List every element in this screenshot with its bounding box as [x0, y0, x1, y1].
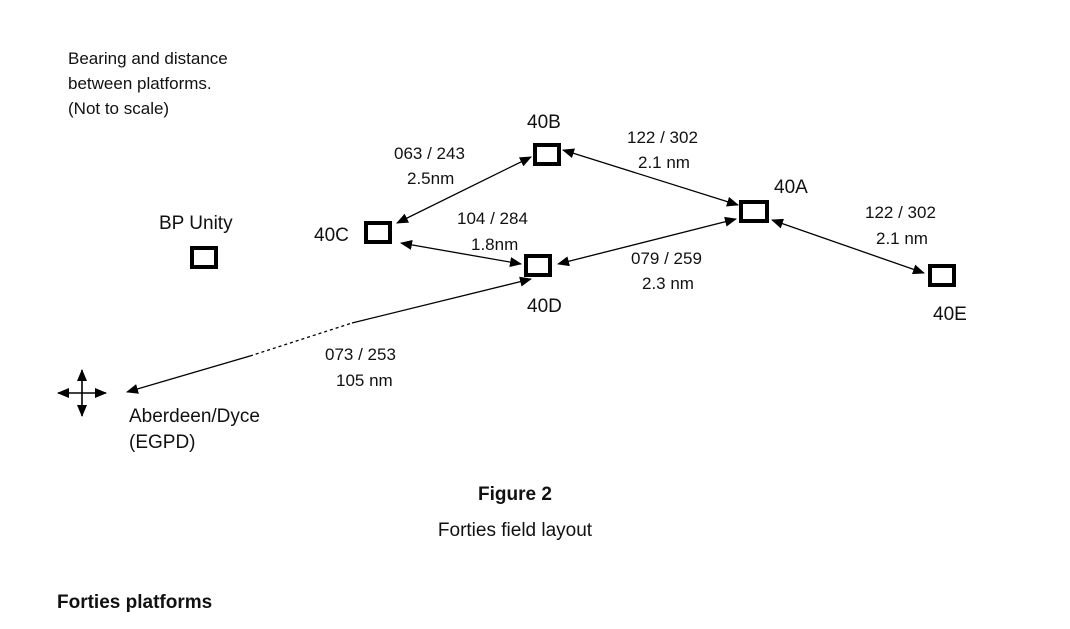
platform-bp-unity-box	[190, 246, 218, 269]
platform-40c-label: 40C	[314, 225, 349, 246]
platform-40d-label: 40D	[527, 296, 562, 317]
route-40b-40a	[562, 148, 739, 207]
diagram-note: Bearing and distance between platforms. …	[68, 49, 228, 118]
platform-40b-label: 40B	[527, 112, 561, 133]
route-40a-40e-distance: 2.1 nm	[876, 229, 928, 248]
route-40b-40a-bearing: 122 / 302	[627, 128, 698, 147]
note-line-3: (Not to scale)	[68, 99, 169, 118]
airport-code: (EGPD)	[129, 432, 196, 453]
route-40d-40a-distance: 2.3 nm	[642, 274, 694, 293]
figure-title: Figure 2	[478, 484, 552, 505]
route-40c-40d	[400, 239, 522, 268]
platform-40e-box	[928, 264, 956, 287]
note-line-1: Bearing and distance	[68, 49, 228, 68]
note-line-2: between platforms.	[68, 74, 212, 93]
airport-compass-icon	[57, 369, 107, 417]
platform-40a-box	[739, 200, 769, 223]
section-heading: Forties platforms	[57, 592, 212, 613]
route-40c-40d-bearing: 104 / 284	[457, 209, 528, 228]
figure-caption: Forties field layout	[438, 520, 593, 541]
airport-name: Aberdeen/Dyce	[129, 406, 260, 427]
route-aberdeen-40d-distance: 105 nm	[336, 371, 393, 390]
platform-40d-box	[524, 254, 552, 277]
route-40b-40a-distance: 2.1 nm	[638, 153, 690, 172]
route-aberdeen-40d-bearing: 073 / 253	[325, 345, 396, 364]
route-40c-40d-distance: 1.8nm	[471, 235, 518, 254]
platform-40b-box	[533, 143, 561, 166]
platform-40c-box	[364, 221, 392, 244]
route-40c-40b-bearing: 063 / 243	[394, 144, 465, 163]
route-40c-40b-distance: 2.5nm	[407, 169, 454, 188]
platform-40a-label: 40A	[774, 177, 808, 198]
route-40d-40a-bearing: 079 / 259	[631, 249, 702, 268]
route-40c-40b	[396, 156, 532, 224]
route-40a-40e-bearing: 122 / 302	[865, 203, 936, 222]
route-aberdeen-40d-upper	[351, 276, 532, 324]
platform-40e-label: 40E	[933, 304, 967, 325]
route-aberdeen-40d-lower	[126, 355, 251, 394]
route-40a-40e	[771, 218, 925, 275]
platform-bp-unity-label: BP Unity	[159, 213, 233, 234]
route-40d-40a	[557, 216, 737, 267]
